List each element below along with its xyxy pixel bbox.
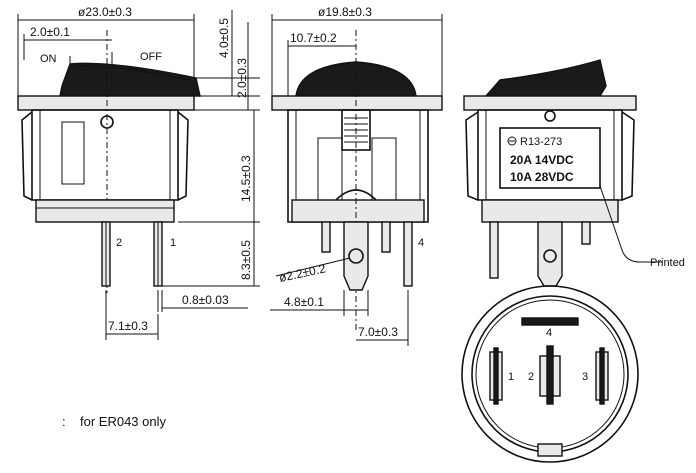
front-view: 4 ø19.8±0.3 10.7±0.2 ø2.2±0.2 4.8±0.1 7.… [270, 5, 443, 346]
dim-hole-diameter: ø2.2±0.2 [278, 261, 327, 285]
dim-terminal-length: 8.3±0.5 [239, 240, 253, 280]
front-pin-4: 4 [418, 237, 424, 249]
bottom-pin-4: 4 [546, 327, 552, 339]
side-body [31, 109, 179, 201]
bottom-outer-ring [461, 285, 639, 463]
front-bezel [271, 95, 443, 111]
side-bezel [17, 95, 195, 111]
dim-offset-top: 2.0±0.1 [30, 25, 70, 39]
marking-code: R13-273 [520, 136, 562, 148]
rear-view: R13-273 20A 14VDC 10A 28VDC Printed [463, 59, 685, 287]
dim-terminal-spacing: 7.0±0.3 [358, 325, 398, 339]
label-off: OFF [140, 51, 162, 63]
dim-front-diameter: ø19.8±0.3 [318, 5, 372, 19]
marking-box [499, 127, 601, 189]
note-text: for ER043 only [80, 414, 166, 429]
dim-rocker-width: 10.7±0.2 [290, 31, 337, 45]
dim-height-top: 4.0±0.5 [217, 18, 231, 58]
label-on: ON [40, 53, 57, 65]
side-pin-2: 2 [116, 237, 122, 249]
dim-body-diameter: ø23.0±0.3 [78, 5, 132, 19]
dim-bezel-height: 2.0±0.3 [235, 58, 249, 98]
bottom-pin-3: 3 [582, 371, 588, 383]
side-rocker [59, 62, 201, 97]
bottom-view: 4 1 2 3 [461, 285, 639, 463]
bottom-pin-2: 2 [528, 371, 534, 383]
side-view: ON OFF ø23.0±0.3 2.0±0.1 2 1 0.8±0.03 7.… [17, 5, 248, 340]
vertical-dimensions: 4.0±0.5 2.0±0.3 14.5±0.3 8.3±0.5 [162, 10, 260, 287]
marking-rating-1: 20A 14VDC [510, 153, 574, 167]
marking-rating-2: 10A 28VDC [510, 170, 574, 184]
front-terminal-4 [403, 221, 413, 287]
dim-terminal-thickness: 0.8±0.03 [182, 293, 229, 307]
bottom-pin-1: 1 [508, 371, 514, 383]
rear-bezel [463, 95, 637, 111]
note-bullet: : [62, 414, 66, 429]
dim-terminal-width: 4.8±0.1 [284, 295, 324, 309]
side-pin-1: 1 [170, 237, 176, 249]
rear-center-terminal [537, 221, 563, 287]
dim-terminal-pitch-side: 7.1±0.3 [108, 319, 148, 333]
rear-rocker [484, 59, 607, 97]
dim-body-height: 14.5±0.3 [239, 155, 253, 202]
front-center-terminal [343, 221, 369, 291]
label-printed: Printed [650, 257, 685, 269]
